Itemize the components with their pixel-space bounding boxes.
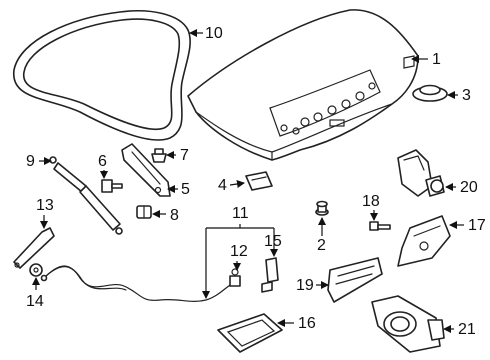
lock-bracket (245, 171, 273, 191)
switch (229, 268, 241, 287)
callout-8: 8 (170, 207, 179, 224)
clip (151, 148, 167, 163)
latch (397, 215, 451, 267)
callout-6: 6 (98, 153, 107, 170)
trunk-lid (187, 9, 419, 161)
callout-12: 12 (230, 243, 248, 260)
callout-21: 21 (458, 321, 476, 338)
grommet-cap (412, 84, 448, 102)
callout-3: 3 (462, 87, 471, 104)
callout-7: 7 (180, 147, 189, 164)
bumper (136, 205, 152, 219)
callout-4: 4 (218, 177, 227, 194)
callout-20: 20 (460, 179, 478, 196)
callout-1: 1 (432, 51, 441, 68)
washer (29, 263, 43, 277)
bolt (101, 179, 123, 193)
push-pin (315, 200, 329, 216)
callout-16: 16 (298, 315, 316, 332)
release-cable (40, 265, 237, 303)
callout-2: 2 (317, 237, 326, 254)
leader-11 (206, 224, 274, 229)
hinge-bracket (121, 143, 171, 197)
callout-17: 17 (468, 217, 486, 234)
callout-10: 10 (205, 25, 223, 42)
lift-support-strut (49, 156, 123, 235)
screw (369, 221, 391, 231)
support-rod (13, 227, 55, 269)
callout-19: 19 (296, 277, 314, 294)
callout-18: 18 (362, 193, 380, 210)
callout-15: 15 (264, 233, 282, 250)
connector (261, 257, 279, 293)
callout-13: 13 (36, 197, 54, 214)
lock-actuator (397, 149, 445, 197)
callout-11: 11 (232, 205, 249, 222)
weatherstrip-seal (13, 10, 191, 141)
tray (217, 313, 283, 353)
leader-4 (229, 180, 245, 188)
callout-14: 14 (26, 293, 44, 310)
license-lamp (327, 257, 383, 303)
callout-9: 9 (26, 153, 35, 170)
callout-5: 5 (181, 181, 190, 198)
camera-housing (371, 295, 445, 353)
